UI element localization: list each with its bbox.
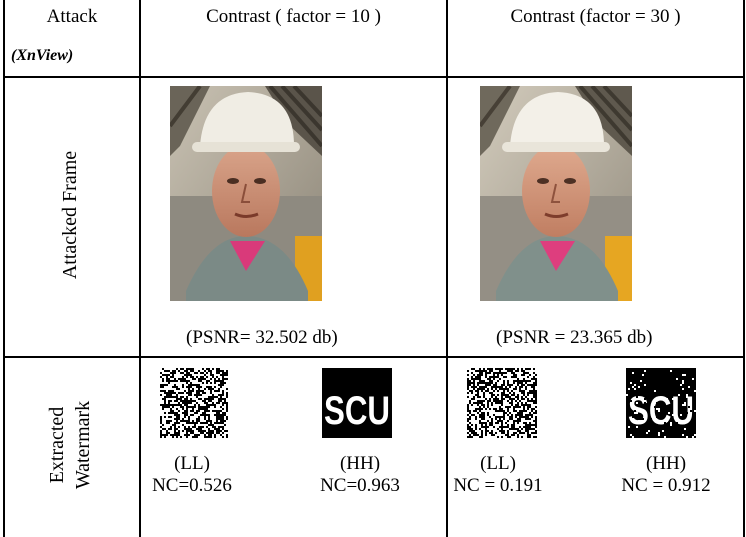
header-col-factor-10: Contrast ( factor = 10 ) [206,6,381,27]
caption-ll-nc-factor-30: NC = 0.191 [453,475,543,496]
header-attack: Attack [46,6,98,27]
table-right-border [743,0,745,537]
psnr-factor-10: (PSNR= 32.502 db) [186,327,338,348]
caption-hh-factor-30: (HH) NC = 0.912 [606,453,726,497]
caption-ll-nc-factor-10: NC=0.526 [152,475,232,496]
psnr-factor-30: (PSNR = 23.365 db) [496,327,653,348]
watermark-hh-text-factor-30: SCU [628,389,694,433]
watermark-hh-noise-factor-30 [626,368,696,438]
attacked-frame-image-factor-10 [170,86,322,301]
watermark-hh-text-factor-10: SCU [324,389,390,433]
header-tool: (XnView) [11,47,74,64]
caption-hh-factor-10: (HH) NC=0.963 [305,453,415,497]
caption-ll-label-factor-30: (LL) [480,453,516,474]
attacked-frame-image-factor-30 [480,86,632,301]
caption-hh-label-factor-30: (HH) [645,453,687,474]
header-col-factor-30: Contrast (factor = 30 ) [510,6,681,27]
table-row-divider-2 [3,356,745,358]
watermark-ll-factor-10 [160,368,228,438]
row-label-attacked-frame: Attacked Frame [59,150,81,280]
table-col-divider-1 [139,0,141,537]
caption-ll-factor-30: (LL) NC = 0.191 [448,453,548,497]
caption-hh-nc-factor-30: NC = 0.912 [621,475,711,496]
table-row-divider-1 [3,76,745,78]
caption-hh-label-factor-10: (HH) [339,453,381,474]
watermark-ll-factor-30 [467,368,537,438]
watermark-hh-factor-30: SCU [626,368,696,438]
table-col-divider-2 [446,0,448,537]
watermark-hh-factor-10: SCU [322,368,392,438]
row-label-extracted: Extracted [46,406,68,484]
caption-ll-label-factor-10: (LL) [174,453,210,474]
caption-hh-nc-factor-10: NC=0.963 [320,475,400,496]
table-left-border [3,0,5,537]
row-label-extracted-watermark: Extracted Watermark [44,401,96,489]
caption-ll-factor-10: (LL) NC=0.526 [137,453,247,497]
row-label-watermark: Watermark [72,400,94,490]
